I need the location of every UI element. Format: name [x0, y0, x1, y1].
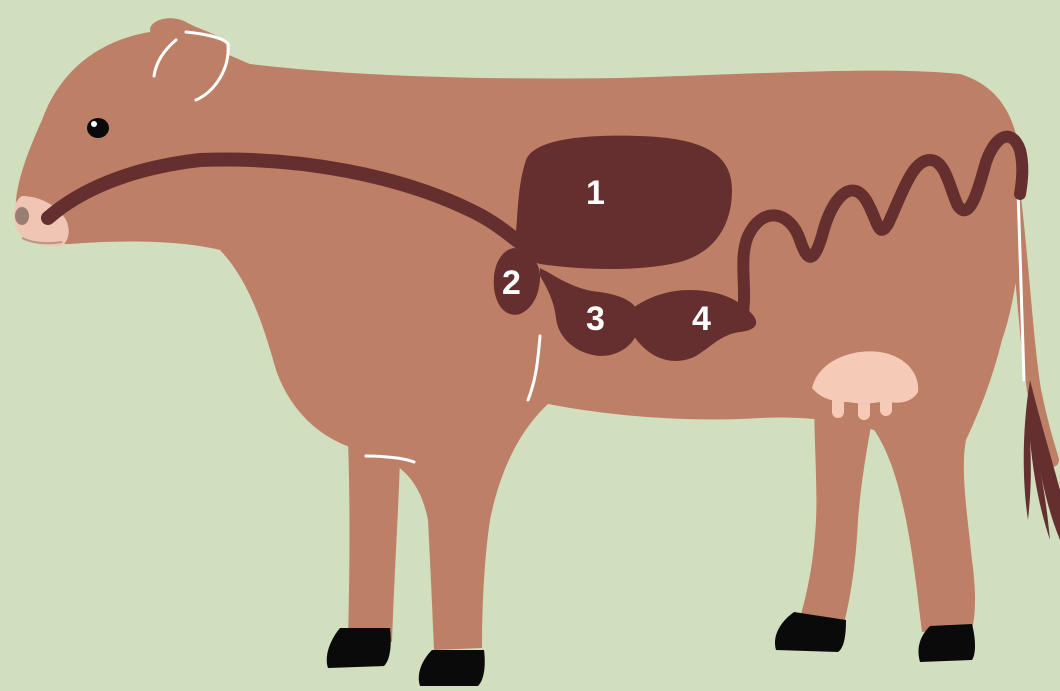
nostril	[15, 207, 29, 225]
front-leg-far	[348, 440, 400, 642]
label-chamber-2: 2	[502, 264, 521, 302]
label-chamber-3: 3	[586, 300, 605, 338]
hoof-back-near	[918, 624, 975, 662]
hoof-front-far	[327, 628, 391, 668]
hoof-front-near	[419, 650, 485, 686]
label-chamber-4: 4	[692, 300, 711, 338]
label-chamber-1: 1	[586, 174, 605, 212]
eye	[87, 118, 109, 138]
rumen	[516, 136, 732, 269]
